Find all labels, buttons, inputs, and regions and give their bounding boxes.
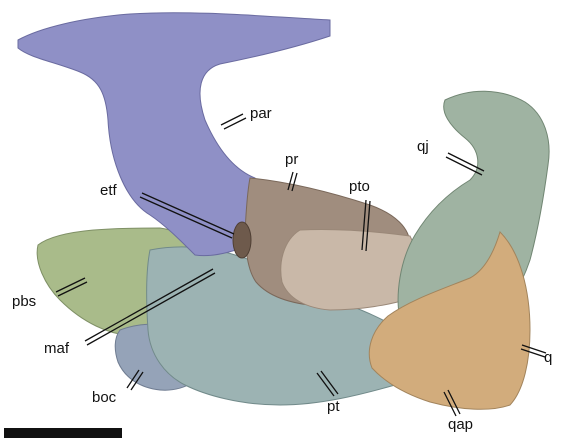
label-par: par bbox=[250, 106, 272, 121]
label-pt: pt bbox=[327, 399, 340, 414]
label-pbs: pbs bbox=[12, 294, 36, 309]
label-etf: etf bbox=[100, 183, 117, 198]
label-qj: qj bbox=[417, 139, 429, 154]
label-q: q bbox=[544, 350, 552, 365]
label-pto: pto bbox=[349, 179, 370, 194]
scale-bar bbox=[4, 428, 122, 438]
label-pr: pr bbox=[285, 152, 298, 167]
prootic-pto-region bbox=[281, 229, 418, 310]
etf-foramen bbox=[233, 222, 251, 258]
leader-par bbox=[221, 114, 246, 129]
label-maf: maf bbox=[44, 341, 69, 356]
label-qap: qap bbox=[448, 417, 473, 432]
label-boc: boc bbox=[92, 390, 116, 405]
